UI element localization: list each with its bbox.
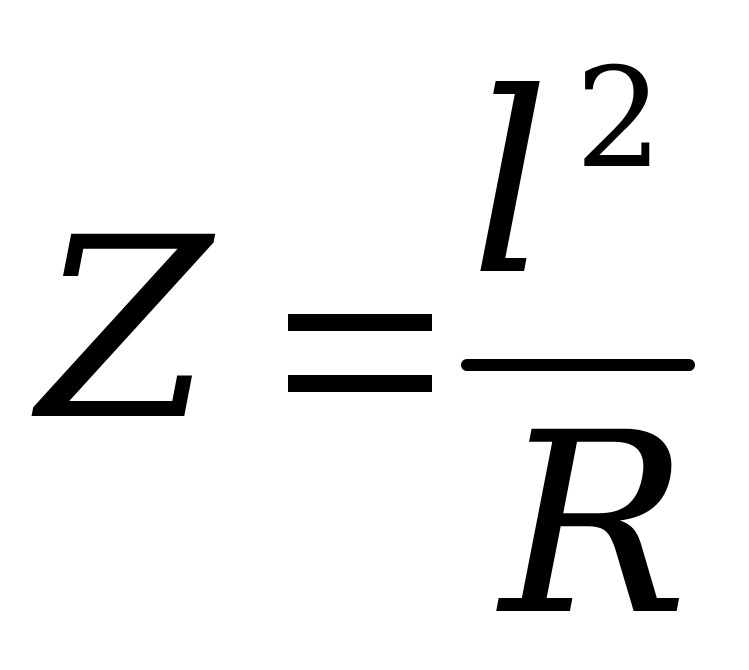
exponent: 2 <box>575 38 663 199</box>
denominator-variable-r: R <box>500 379 689 670</box>
equals-bar-top <box>288 314 432 331</box>
variable-z: Z <box>38 184 212 475</box>
equals-sign <box>288 314 432 392</box>
fraction-bar <box>461 359 695 371</box>
numerator-variable-l: l <box>470 39 550 330</box>
equals-bar-bottom <box>288 375 432 392</box>
